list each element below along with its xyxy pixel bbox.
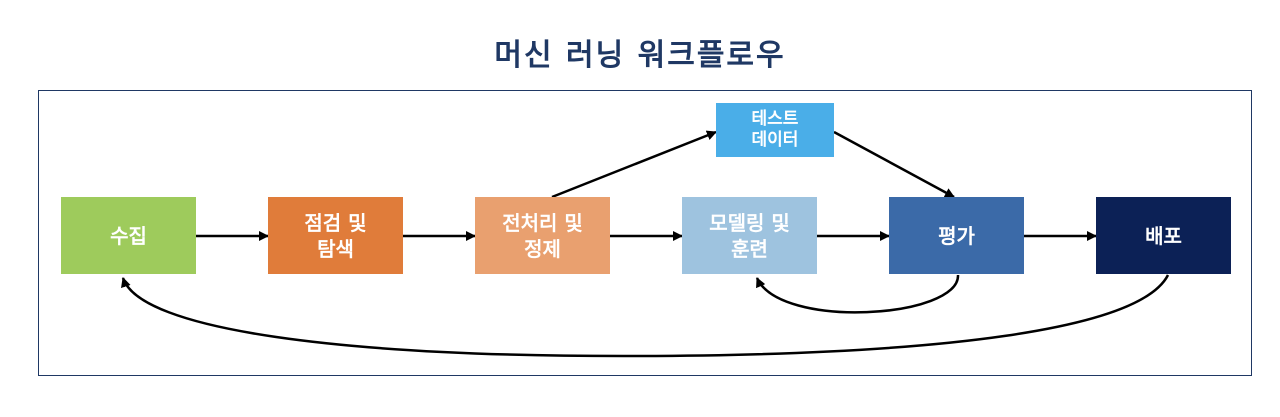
node-modeling: 모델링 및 훈련 (682, 197, 817, 274)
node-preprocess-label: 전처리 및 정제 (502, 210, 583, 261)
diagram-title: 머신 러닝 워크플로우 (494, 38, 786, 73)
arrow-evaluate-loop-to-modeling (755, 274, 960, 314)
node-inspect: 점검 및 탐색 (268, 197, 403, 274)
node-deploy: 배포 (1096, 197, 1231, 274)
arrow-deploy-loop-to-collect (121, 274, 1170, 358)
arrow-preprocess-to-testdata (551, 130, 717, 199)
node-modeling-label: 모델링 및 훈련 (709, 210, 790, 261)
workflow-frame (38, 90, 1252, 376)
node-preprocess: 전처리 및 정제 (475, 197, 610, 274)
node-evaluate-label: 평가 (938, 223, 975, 248)
node-evaluate: 평가 (889, 197, 1024, 274)
arrow-testdata-to-evaluate (833, 130, 955, 199)
node-testdata: 테스트 데이터 (716, 103, 834, 157)
node-testdata-label: 테스트 데이터 (751, 108, 799, 150)
node-inspect-label: 점검 및 탐색 (304, 210, 367, 261)
node-deploy-label: 배포 (1145, 223, 1182, 248)
node-collect: 수집 (61, 197, 196, 274)
node-collect-label: 수집 (110, 223, 147, 248)
